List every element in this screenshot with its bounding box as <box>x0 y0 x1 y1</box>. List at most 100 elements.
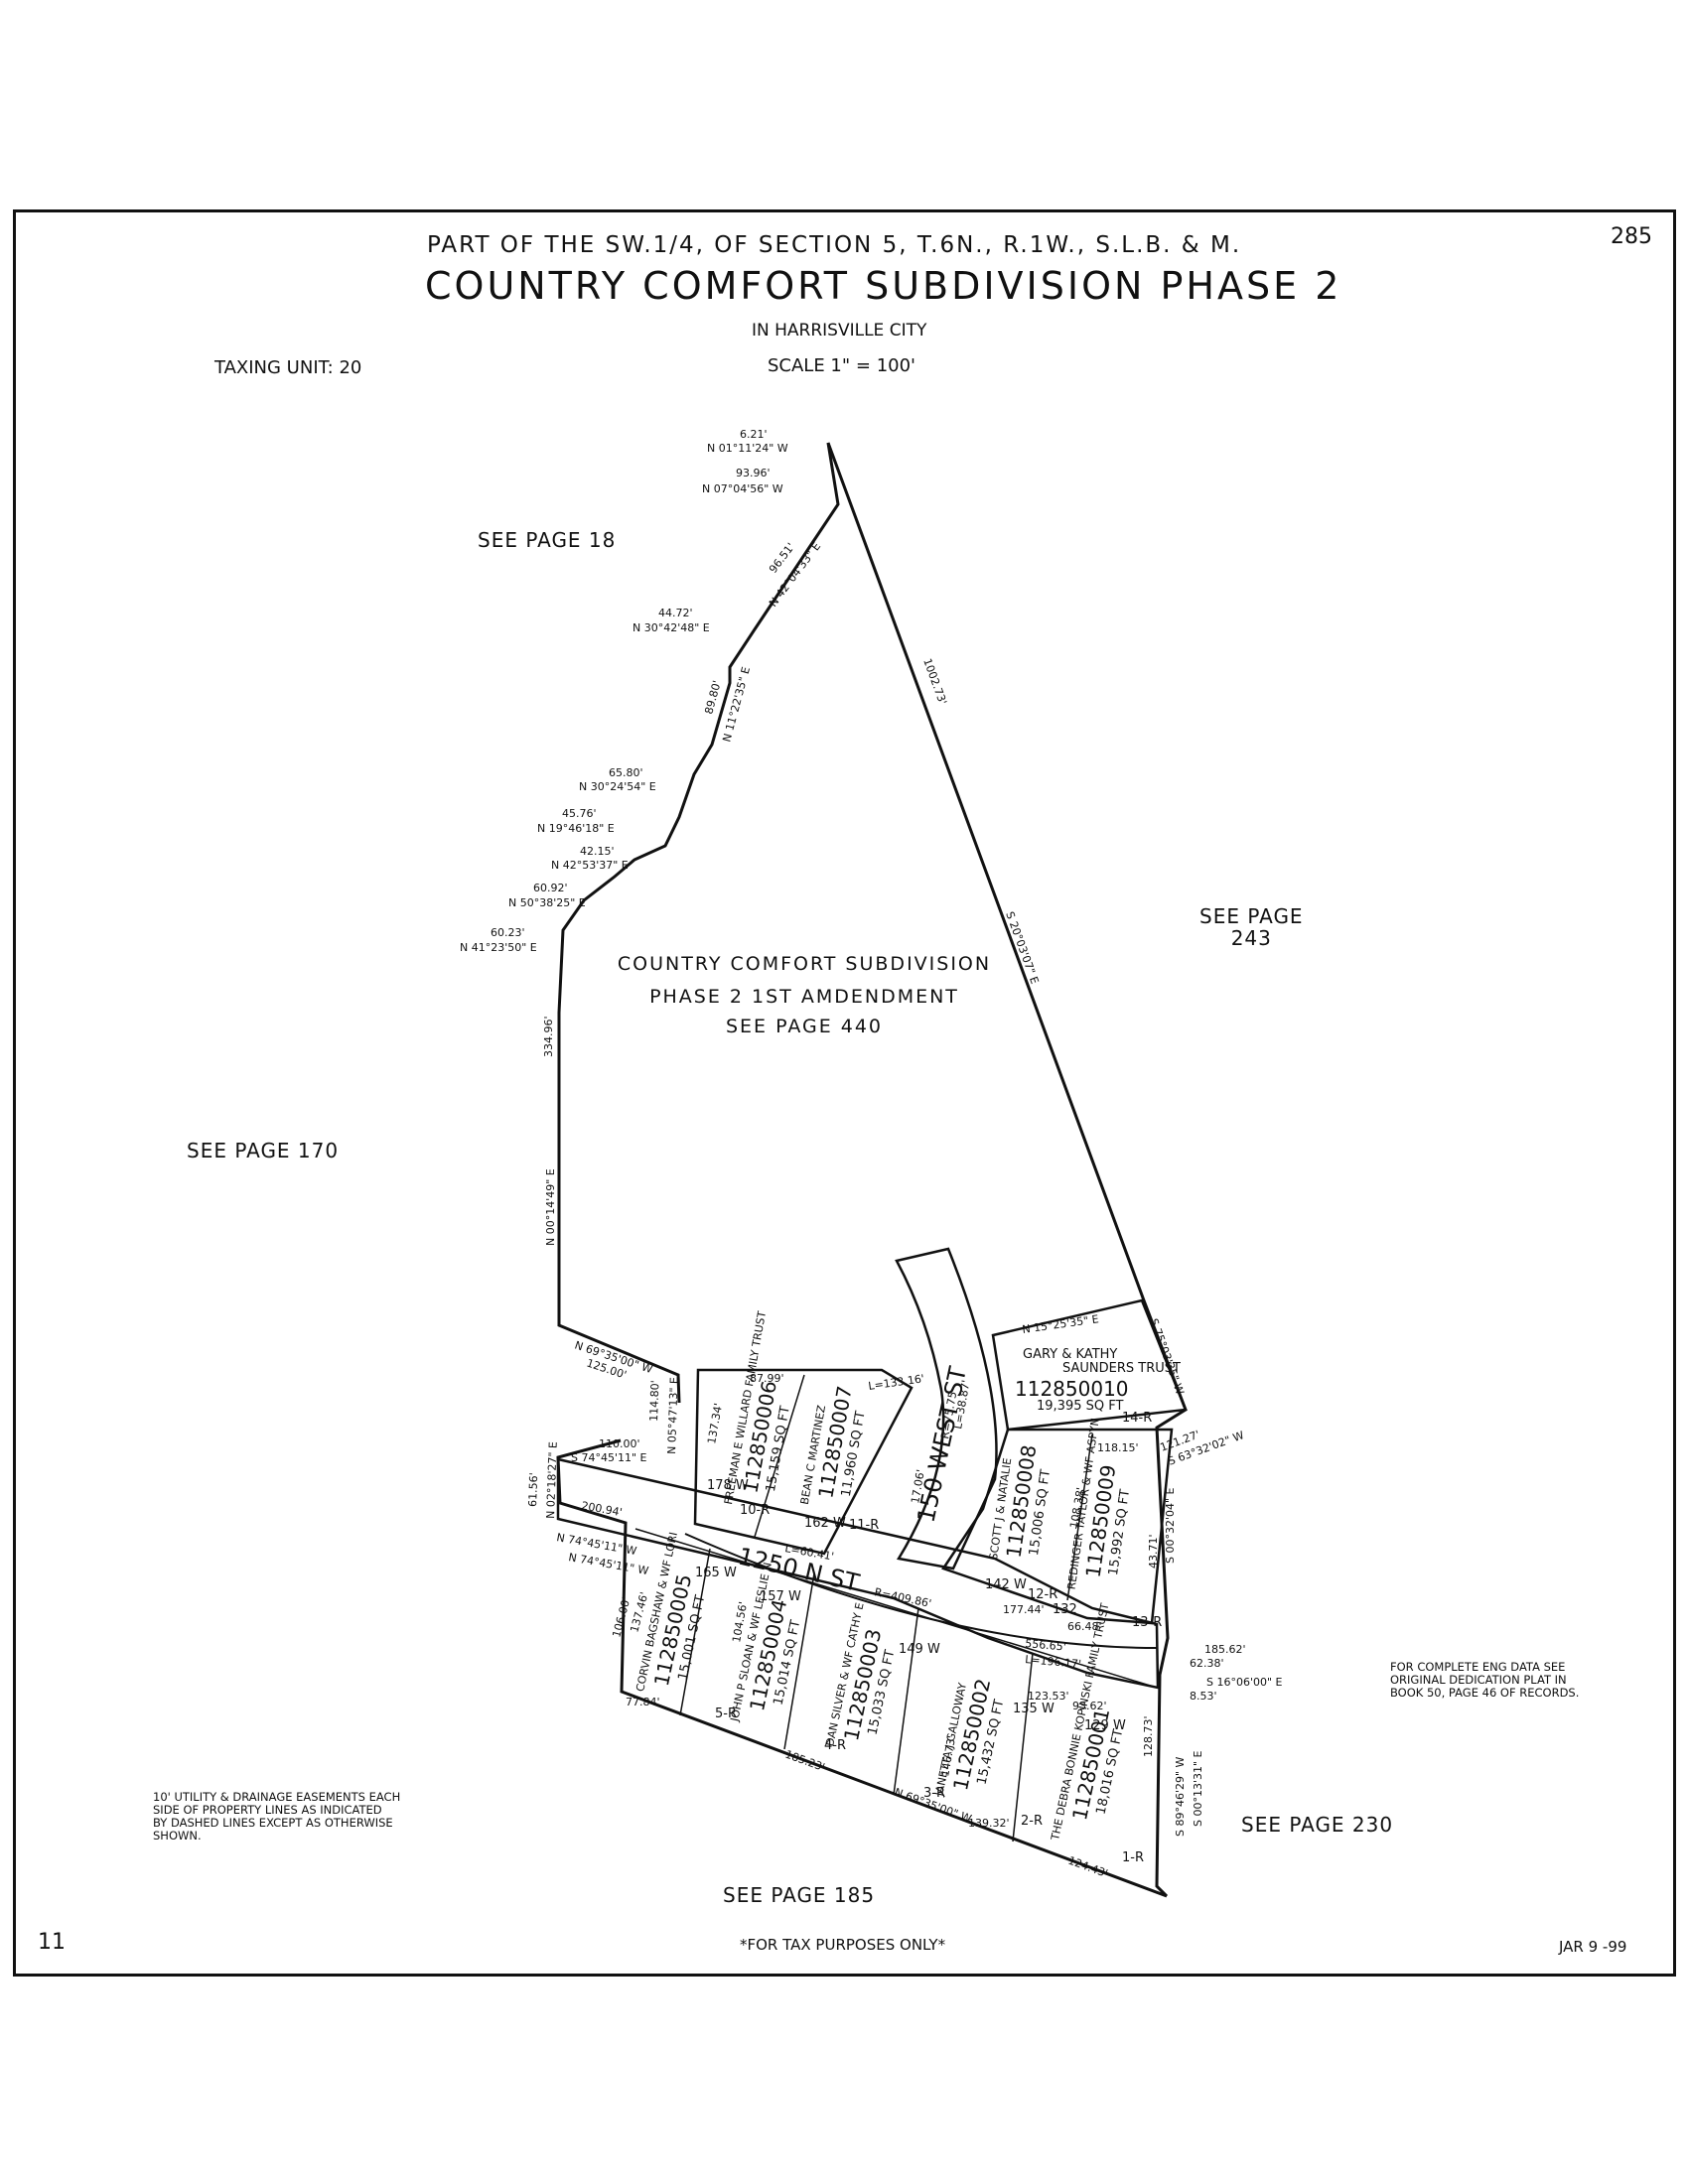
call-114-80: 114.80' <box>647 1380 661 1422</box>
call-137-34: 87.99' <box>750 1372 784 1385</box>
lot-5-4-divider <box>679 1548 711 1716</box>
city-label: IN HARRISVILLE CITY <box>752 321 927 341</box>
amendment-see-page-440[interactable]: SEE PAGE 440 <box>725 1016 884 1037</box>
svg-text:SAUNDERS TRUST: SAUNDERS TRUST <box>1062 1361 1181 1376</box>
call-6-21: 6.21' <box>740 428 768 441</box>
call-n05-47-13: N 05°47'13" E <box>665 1377 681 1454</box>
lot-10-r <box>693 1368 914 1556</box>
plat-title: COUNTRY COMFORT SUBDIVISION PHASE 2 <box>425 264 1342 308</box>
lot-12-13-divider <box>1066 1433 1093 1601</box>
call-65-80: 65.80' <box>609 766 643 779</box>
call-17-06: 128.73' <box>1142 1715 1155 1757</box>
call-83-24: 17.06' <box>909 1468 927 1504</box>
taxing-unit: TAXING UNIT: 20 <box>214 357 362 378</box>
svg-text:4-R: 4-R <box>824 1738 846 1753</box>
call-l-196-17: 556.65' <box>1025 1637 1066 1654</box>
svg-text:12-R: 12-R <box>1028 1587 1057 1602</box>
svg-text:112850010: 112850010 <box>1015 1377 1129 1401</box>
svg-text:132: 132 <box>1053 1602 1077 1617</box>
lot-10-11-divider <box>754 1374 805 1538</box>
call-334-96: 334.96' <box>542 1016 555 1057</box>
svg-text:157 W: 157 W <box>760 1589 801 1604</box>
call-n42-53-37: N 42°53'37" E <box>551 859 629 872</box>
call-60-23: 60.23' <box>491 926 525 939</box>
call-121-27: S 75°03'35" W <box>1147 1317 1187 1397</box>
lot-2-1-divider <box>1012 1652 1034 1843</box>
call-123-53: 177.44' <box>1003 1603 1045 1616</box>
call-n69-35-00-b: 185.23' <box>783 1748 826 1774</box>
call-128-73: 124.43' <box>1066 1854 1109 1880</box>
svg-text:14-R: 14-R <box>1122 1411 1152 1426</box>
lot-14-r <box>991 1298 1188 1432</box>
call-104-56: 77.84' <box>626 1696 660 1708</box>
lot-5-r-label: CORVIN BAGSHAW & WF LORI 112850005 15,00… <box>633 1531 708 1693</box>
sheet-number: 11 <box>38 1930 66 1955</box>
call-87-99: L=133.16' <box>868 1372 925 1393</box>
call-n30-24-54: N 30°24'54" E <box>579 780 656 793</box>
south-lots-inner-line <box>634 1528 1158 1689</box>
svg-text:10-R: 10-R <box>740 1503 770 1518</box>
lot-11-r-label: BEAN C MARTINEZ 112850007 11,960 SQ FT <box>798 1384 869 1505</box>
call-n19-46-18: N 19°46'18" E <box>537 822 615 835</box>
easement-note: 10' UTILITY & DRAINAGE EASEMENTS EACH SI… <box>153 1790 401 1843</box>
road-1250-n <box>556 1457 1160 1690</box>
svg-text:13-R: 13-R <box>1132 1615 1162 1630</box>
see-page-170[interactable]: SEE PAGE 170 <box>187 1139 340 1162</box>
page-number: 285 <box>1611 224 1652 249</box>
call-s75-03-35: N 15°25'35" E <box>1022 1312 1100 1336</box>
call-108-38: 66.48' <box>1067 1620 1102 1633</box>
call-n41-23-50: N 41°23'50" E <box>460 941 537 954</box>
call-106-00: N 74°45'11" W <box>567 1551 649 1577</box>
see-page-243[interactable]: SEE PAGE 243 <box>1199 904 1304 950</box>
svg-text:178 W: 178 W <box>707 1478 749 1493</box>
call-n50-38-25: N 50°38'25" E <box>508 896 586 909</box>
svg-text:149 W: 149 W <box>899 1642 940 1657</box>
call-45-76: 45.76' <box>562 807 597 820</box>
call-137-46: 106.00' <box>610 1595 633 1638</box>
lot-14-r-label: GARY & KATHY SAUNDERS TRUST 112850010 19… <box>1015 1347 1181 1426</box>
see-page-18[interactable]: SEE PAGE 18 <box>478 528 617 552</box>
svg-text:165 W: 165 W <box>695 1566 737 1580</box>
amendment-line1: COUNTRY COMFORT SUBDIVISION <box>617 953 992 975</box>
call-44-72: 44.72' <box>658 607 693 619</box>
call-61-56: 61.56' <box>526 1472 540 1507</box>
lot-4-3-divider <box>783 1572 815 1750</box>
call-77-84: 93.62' <box>1072 1700 1107 1712</box>
call-n07-04-56: N 07°04'56" W <box>702 482 783 495</box>
svg-text:142 W: 142 W <box>985 1577 1027 1592</box>
svg-text:162 W: 162 W <box>804 1516 846 1531</box>
call-n01-11-24: N 01°11'24" W <box>707 442 788 455</box>
see-page-185[interactable]: SEE PAGE 185 <box>723 1883 876 1907</box>
call-n30-42-48: N 30°42'48" E <box>633 621 710 634</box>
call-118-15: 137.34' <box>705 1402 725 1444</box>
see-page-230[interactable]: SEE PAGE 230 <box>1241 1813 1394 1837</box>
call-s16-06-00: 62.38' <box>1190 1657 1224 1670</box>
call-185-23: S 00°13'31" E <box>1192 1750 1204 1827</box>
call-62-38: 185.62' <box>1204 1643 1246 1656</box>
lot-labels: GARY & KATHY SAUNDERS TRUST 112850010 19… <box>633 1310 1181 1865</box>
call-s20-03-07: S 20°03'07" E <box>1003 910 1041 986</box>
call-n02-18-27: N 02°18'27" E <box>544 1441 560 1519</box>
svg-text:1-R: 1-R <box>1122 1850 1144 1865</box>
call-42-15: 42.15' <box>580 845 615 858</box>
call-124-43: 139.32' <box>968 1817 1010 1830</box>
lot-3-r-label: DAN SILVER & WF CATHY E 112850003 15,033… <box>823 1601 898 1747</box>
road-150-west <box>895 1247 998 1570</box>
call-93-96: 93.96' <box>736 467 771 479</box>
call-60-92: 60.92' <box>533 882 568 894</box>
call-s74-45-11: S 74°45'11" E <box>571 1451 647 1464</box>
call-n00-14-49: N 00°14'49" E <box>544 1168 557 1246</box>
call-s00-32-04: 43.71' <box>1147 1534 1160 1569</box>
svg-text:5-R: 5-R <box>715 1706 737 1721</box>
lot-3-2-divider <box>893 1607 919 1796</box>
call-110-00: 110.00' <box>599 1437 640 1450</box>
section-line: PART OF THE SW.1/4, OF SECTION 5, T.6N.,… <box>427 232 1242 258</box>
lots-12-13-r <box>941 1428 1174 1625</box>
svg-text:2-R: 2-R <box>1021 1814 1043 1829</box>
call-1002-73: 1002.73' <box>920 657 949 707</box>
call-r-409-86: L=196.17' <box>1025 1653 1082 1671</box>
street-150-west: 150 WEST ST <box>912 1364 972 1525</box>
call-66-48: 118.15' <box>1097 1441 1139 1454</box>
map-frame <box>13 209 1676 1977</box>
